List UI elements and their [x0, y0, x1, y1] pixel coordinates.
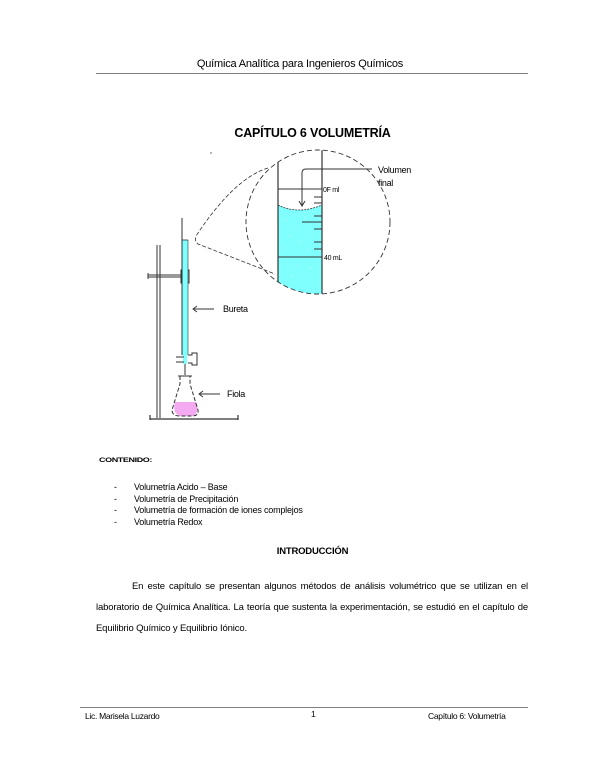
- label-bureta: Bureta: [223, 304, 248, 314]
- burette: [176, 218, 198, 375]
- contents-heading: CONTENIDO:: [99, 456, 152, 464]
- label-final: final: [378, 178, 393, 188]
- list-bullet: -: [114, 482, 117, 492]
- contents-item: - Volumetría Acido – Base: [114, 482, 303, 494]
- zoom-connector: [195, 167, 276, 275]
- footer-author: Lic. Marisela Luzardo: [85, 711, 160, 721]
- label-lower-mark: 40 mL: [324, 255, 342, 262]
- contents-item-label: Volumetría Acido – Base: [134, 482, 228, 492]
- contents-item-label: Volumetría de formación de iones complej…: [134, 505, 303, 515]
- bureta-pointer: [192, 305, 214, 313]
- running-header: Química Analítica para Ingenieros Químic…: [196, 58, 404, 70]
- stray-dot: [210, 152, 212, 154]
- label-upper-mark: 0F ml: [323, 187, 340, 194]
- titration-diagram: Volumen final 0F ml 40 mL Bureta Fiola: [147, 149, 412, 420]
- list-bullet: -: [114, 516, 117, 527]
- list-bullet: -: [114, 505, 117, 515]
- contents-list: - Volumetría Acido – Base - Volumetría de …: [114, 482, 303, 528]
- stand-base: [149, 415, 239, 420]
- introduction-paragraph: En este capítulo se presentan algunos mé…: [96, 576, 528, 639]
- volumen-final-pointer: [298, 168, 372, 207]
- footer-chapter-label: Capítulo 6: Volumetría: [428, 711, 506, 721]
- footer-rule: [80, 707, 528, 708]
- label-volumen: Volumen: [378, 165, 411, 175]
- flask: [171, 375, 199, 417]
- fiola-pointer: [198, 390, 220, 398]
- contents-item: - Volumetría de Precipitación: [114, 494, 303, 506]
- contents-item-label: Volumetría de Precipitación: [134, 493, 239, 504]
- contents-item: - Volumetría Redox: [114, 517, 303, 529]
- introduction-heading: INTRODUCCIÓN: [276, 546, 349, 557]
- chapter-title: CAPÍTULO 6 VOLUMETRÍA: [234, 126, 391, 140]
- contents-item-label: Volumetría Redox: [134, 516, 203, 527]
- introduction-text: En este capítulo se presentan algunos mé…: [96, 581, 528, 634]
- magnified-view: [245, 149, 391, 295]
- list-bullet: -: [114, 493, 117, 504]
- header-rule: [96, 73, 528, 74]
- stand-rod: [156, 245, 161, 418]
- footer-page-number: 1: [311, 709, 316, 719]
- contents-item: - Volumetría de formación de iones comple…: [114, 505, 303, 517]
- label-fiola: Fiola: [227, 389, 245, 399]
